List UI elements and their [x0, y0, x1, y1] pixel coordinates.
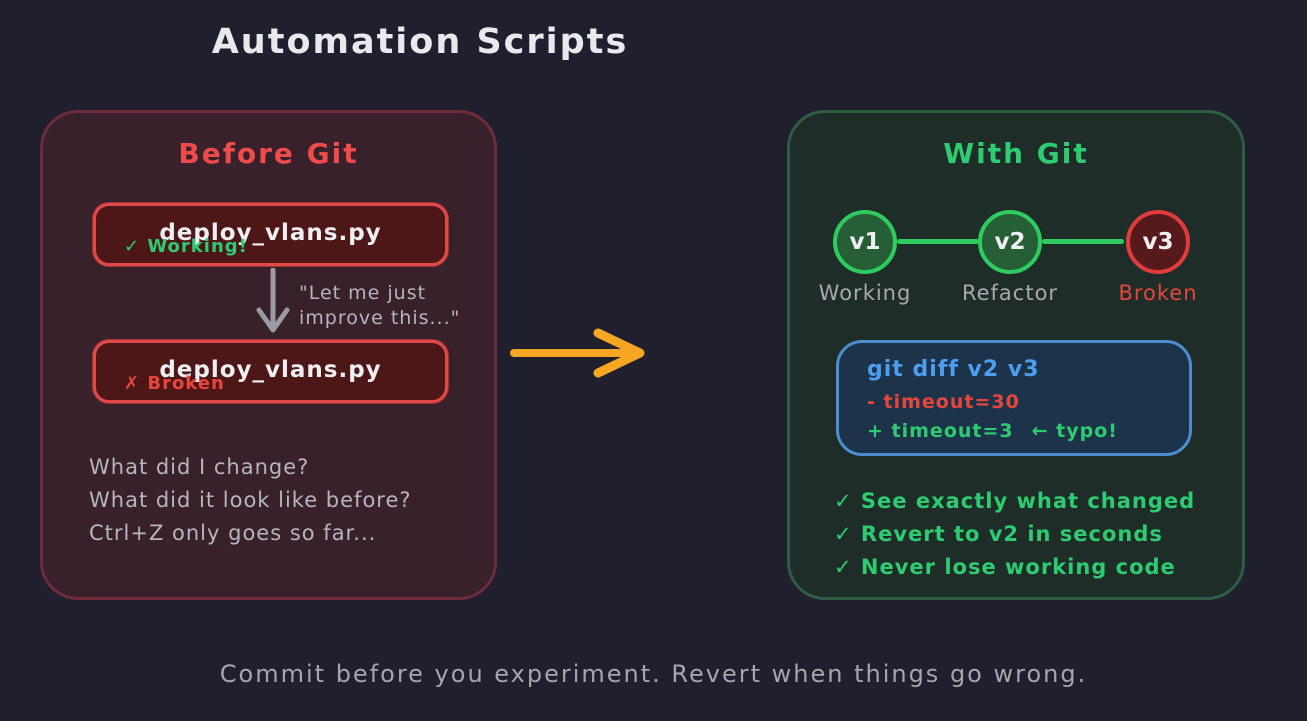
status-working-badge: ✓ Working! [124, 236, 248, 257]
diff-command: git diff v2 v3 [867, 357, 1040, 382]
quote-line-2: improve this..." [299, 307, 461, 329]
diff-added-text: + timeout=3 [867, 420, 1014, 442]
right-arrow-icon [508, 328, 653, 382]
file-box-working: deploy_vlans.py ✓ Working! [93, 203, 448, 266]
commit-node-v1: v1 [833, 210, 897, 274]
quote-line-1: "Let me just [299, 282, 427, 304]
commit-label-v3: Broken [1118, 281, 1198, 305]
filename-broken: deploy_vlans.py [159, 357, 382, 383]
pain-point-1: What did I change? [89, 455, 310, 479]
down-arrow-icon [253, 267, 293, 340]
commit-label-v1: Working [818, 281, 912, 305]
with-git-panel: With Git v1 v2 v3 Working Refactor Broke… [787, 110, 1245, 600]
pain-point-3: Ctrl+Z only goes so far... [89, 521, 377, 545]
diff-added-line: + timeout=3 ← typo! [867, 420, 1161, 442]
status-broken-badge: ✗ Broken [124, 373, 225, 394]
diff-typo-annotation: ← typo! [1031, 420, 1118, 442]
commit-label-v2: Refactor [961, 281, 1059, 305]
bottom-caption: Commit before you experiment. Revert whe… [219, 660, 1088, 688]
page-title: Automation Scripts [211, 22, 629, 62]
with-git-title: With Git [943, 137, 1089, 170]
quote-text: "Let me just improve this..." [299, 281, 460, 331]
commit-graph: v1 v2 v3 Working Refactor Broken [790, 113, 1242, 597]
pain-point-list: What did I change? What did it look like… [89, 451, 412, 550]
benefit-2: ✓ Revert to v2 in seconds [834, 522, 1163, 546]
file-box-broken: deploy_vlans.py ✗ Broken [93, 340, 448, 403]
benefit-3: ✓ Never lose working code [834, 555, 1176, 579]
commit-edge-v1-v2 [897, 239, 979, 244]
commit-node-v2: v2 [978, 210, 1042, 274]
pain-point-2: What did it look like before? [89, 488, 412, 512]
benefit-list: ✓ See exactly what changed ✓ Revert to v… [834, 485, 1195, 584]
benefit-1: ✓ See exactly what changed [834, 489, 1196, 513]
before-git-title: Before Git [178, 137, 359, 170]
filename-working: deploy_vlans.py [159, 220, 382, 246]
before-git-panel: Before Git deploy_vlans.py ✓ Working! "L… [40, 110, 497, 600]
commit-edge-v2-v3 [1042, 239, 1124, 244]
diff-removed-line: - timeout=30 [867, 391, 1020, 413]
git-diff-box: git diff v2 v3 - timeout=30 + timeout=3 ←… [836, 340, 1192, 456]
commit-node-v3: v3 [1126, 210, 1190, 274]
